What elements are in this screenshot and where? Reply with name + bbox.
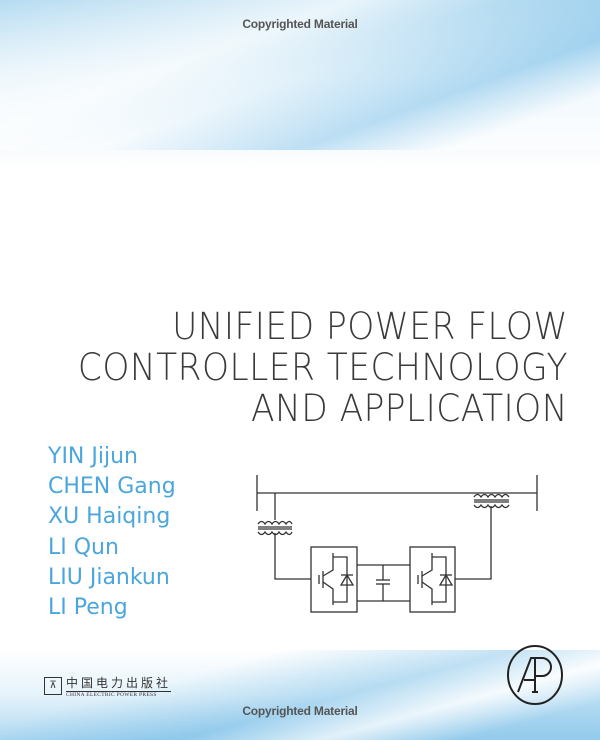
publisher-emblem-icon: ⊼: [44, 677, 62, 695]
converter-2-icon: [409, 546, 456, 613]
book-title: UNIFIED POWER FLOW CONTROLLER TECHNOLOGY…: [41, 306, 568, 429]
author: YIN Jijun: [48, 444, 138, 469]
author: CHEN Gang: [48, 474, 176, 500]
author: XU Haiqing: [48, 504, 171, 530]
author: LIU Jiankun: [48, 564, 170, 590]
publisher-english-name: CHINA ELECTRIC POWER PRESS: [66, 691, 172, 698]
academic-press-logo-icon: [507, 645, 563, 705]
copyright-watermark-bottom: Copyrighted Material: [242, 704, 358, 718]
dc-link-capacitor-icon: [357, 564, 410, 602]
series-transformer-icon: [455, 493, 510, 580]
converter-1-icon: [310, 546, 358, 613]
author-list: YIN Jijun CHEN Gang XU Haiqing LI Qun LI…: [48, 442, 176, 623]
bottom-background-graphic: [0, 650, 600, 740]
author: LI Qun: [48, 534, 119, 560]
bus-lines: [256, 475, 538, 511]
title-line: CONTROLLER TECHNOLOGY: [77, 346, 568, 389]
copyright-watermark-top: Copyrighted Material: [242, 17, 358, 31]
top-background-graphic: [0, 0, 600, 170]
title-line: AND APPLICATION: [251, 387, 568, 430]
shunt-transformer-icon: [257, 493, 311, 580]
title-line: UNIFIED POWER FLOW: [172, 305, 568, 348]
publisher-logo: ⊼ 中国电力出版社 CHINA ELECTRIC POWER PRESS: [44, 674, 172, 698]
publisher-chinese-name: 中国电力出版社: [66, 676, 172, 690]
author: LI Peng: [48, 595, 128, 621]
